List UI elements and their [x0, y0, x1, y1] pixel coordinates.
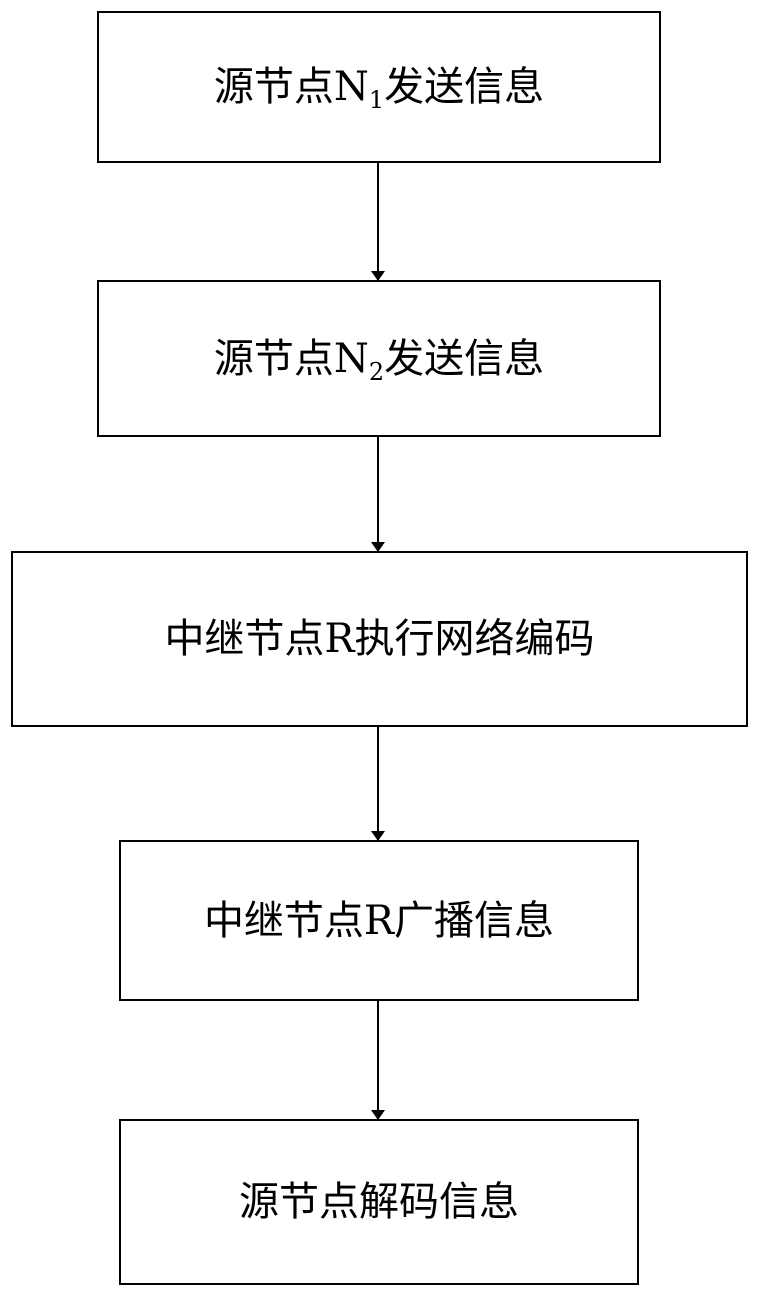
step-box-relay-network-coding: 中继节点R执行网络编码: [11, 551, 748, 727]
step-label: 源节点N2发送信息: [213, 335, 545, 386]
step-label: 源节点N1发送信息: [213, 64, 545, 114]
step-box-source-decode: 源节点解码信息: [119, 1119, 639, 1285]
step-box-relay-broadcast: 中继节点R广播信息: [119, 840, 639, 1001]
step-label: 源节点解码信息: [239, 1179, 519, 1225]
step-box-source-n2-send: 源节点N2发送信息: [97, 280, 661, 437]
step-label: 中继节点R广播信息: [203, 897, 555, 944]
step-label: 中继节点R执行网络编码: [164, 616, 595, 662]
step-box-source-n1-send: 源节点N1发送信息: [97, 11, 661, 163]
